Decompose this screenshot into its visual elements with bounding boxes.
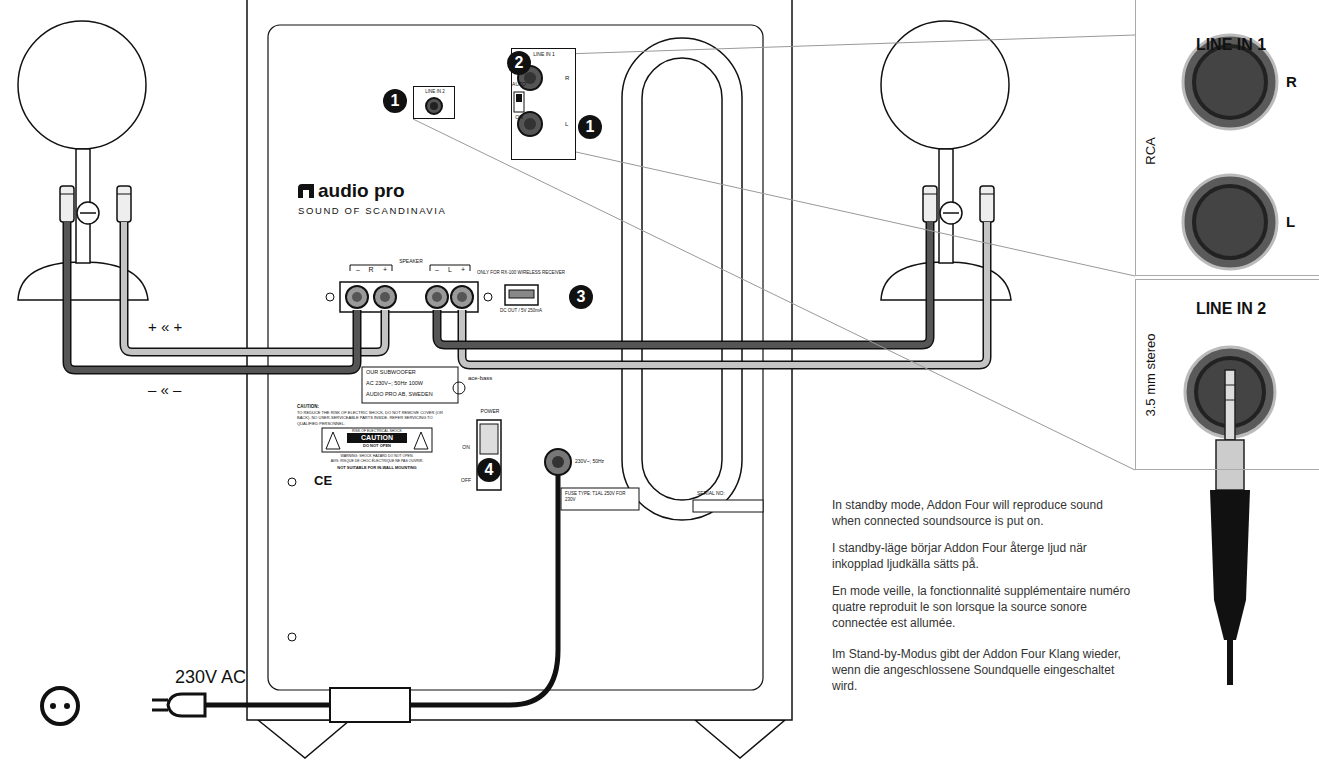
panel-label: L [565,121,568,128]
panel-marking: AUDIO PRO AB, SWEDEN [366,391,433,397]
panel-marking: DO NOT OPEN [363,444,391,449]
panel-marking: OUR SUBWOOFER [366,369,416,375]
callout-number: 2 [507,51,531,75]
zoom-panel: LINE IN 1 R L RCA [1135,0,1319,276]
panel-marking: NOT SUITABLE FOR IN-WALL MOUNTING [337,466,416,471]
standby-note: En mode veille, la fonctionnalité supplé… [832,583,1132,632]
callout-number: 1 [383,89,407,113]
panel-marking: – [356,266,360,274]
panel-marking: OFF [461,478,471,484]
standby-note: I standby-läge börjar Addon Four återge … [832,540,1132,572]
callout-number: 1 [578,115,602,139]
panel-marking: – « – [148,381,181,398]
panel-marking: RISK OF ELECTRICAL SHOCK [352,429,402,433]
panel-marking: CE [314,474,332,489]
panel-marking: AUTO [512,82,526,88]
panel-marking: WARNING: SHOCK HAZARD DO NOT OPEN. [341,454,414,458]
panel-marking: – [435,266,439,274]
panel-title: LINE IN 1 [1196,36,1266,54]
panel-title: LINE IN 2 [425,89,445,94]
input-panel-box: LINE IN 2 [413,86,455,119]
zoom-leader-line [413,119,1135,470]
panel-marking: CAUTION: [297,404,319,409]
panel-marking: + [383,266,387,274]
panel-marking: ON [515,115,523,121]
panel-label: R [565,75,569,82]
panel-marking: 230V~; 50Hz [575,459,604,465]
panel-title: LINE IN 2 [1196,300,1266,318]
panel-marking: SERIAL NO: [697,491,725,497]
panel-marking: CAUTION [361,434,393,442]
panel-marking: 230V AC [175,667,246,688]
panel-marking: + [461,266,465,274]
panel-label: RCA [1144,137,1159,164]
panel-marking: SOUND OF SCANDINAVIA [298,206,446,217]
panel-marking: ONLY FOR RX-100 WIRELESS RECEIVER [477,270,565,275]
panel-marking: TO REDUCE THE RISK OF ELECTRIC SHOCK, DO… [297,410,447,426]
panel-marking: ace-bass [468,375,492,382]
panel-marking: SPEAKER [399,259,423,265]
panel-title: LINE IN 1 [533,52,555,58]
panel-label: L [1286,213,1295,230]
zoom-leader-line [576,35,1135,54]
zoom-panel: LINE IN 2 3.5 mm stereo [1135,279,1319,470]
panel-marking: L [448,266,452,274]
callout-number: 3 [569,285,593,309]
callout-number: 4 [477,458,501,482]
panel-marking: audio pro [318,180,405,202]
panel-label: R [1286,73,1297,90]
panel-marking: FUSE TYPE: T1AL 250V FOR 230V [565,491,635,503]
standby-note: Im Stand-by-Modus gibt der Addon Four Kl… [832,646,1132,695]
panel-marking: AC 230V~; 50Hz 100W [366,380,423,386]
panel-marking: DC OUT / 5V 250mA [500,308,542,313]
panel-marking: AVIS: RISQUE DE CHOC ÉLECTRIQUE NE PAS O… [331,459,424,463]
panel-marking: + « + [148,318,182,335]
standby-note: In standby mode, Addon Four will reprodu… [832,497,1132,529]
panel-label: 3.5 mm stereo [1144,333,1159,416]
panel-marking: R [368,266,373,274]
panel-marking: POWER [481,409,500,415]
panel-marking: ON [462,445,470,451]
